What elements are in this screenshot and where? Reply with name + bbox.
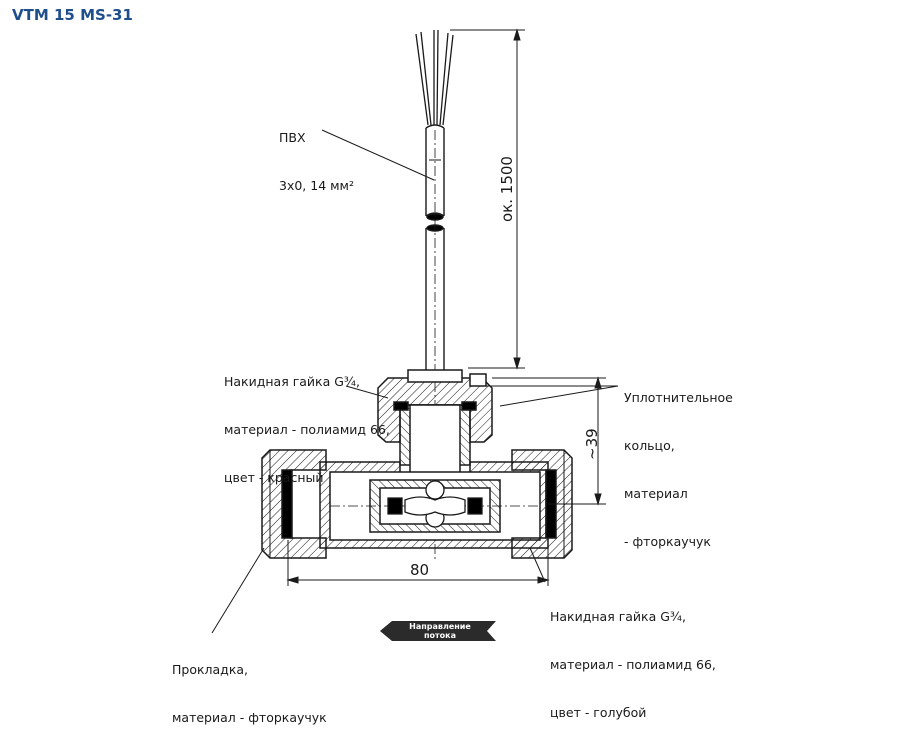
flow-direction-arrow (380, 621, 496, 641)
seal-ring-label-line: Уплотнительное (624, 390, 733, 405)
flow-arrow-text-2: потока (424, 631, 456, 640)
gasket-label-line: материал - фторкаучук (172, 710, 327, 725)
cable-length-dimension (450, 28, 525, 370)
top-nut-label-line: цвет - красный (224, 470, 324, 485)
leader-lines (211, 129, 619, 634)
top-nut-label-line: Накидная гайка G¾, (224, 374, 361, 389)
cable-label: ПВХ 3х0, 14 мм² (279, 98, 354, 210)
top-nut-label: Накидная гайка G¾, материал - полиамид 6… (224, 342, 390, 502)
right-nut-label-line: материал - полиамид 66, (550, 657, 716, 672)
cable-length-text: ок. 1500 (498, 156, 516, 222)
right-nut-label-line: цвет - голубой (550, 705, 647, 720)
height-text: ~39 (583, 428, 601, 460)
width-dimension (286, 540, 550, 586)
gasket-label-line: Прокладка, (172, 662, 249, 677)
flow-arrow-text-1: Направление (409, 622, 471, 631)
seal-ring-label: Уплотнительное кольцо, материал - фторка… (624, 358, 733, 566)
right-nut-label-line: Накидная гайка G¾, (550, 609, 687, 624)
cable-label-line: ПВХ (279, 130, 306, 145)
cable-wires (415, 29, 454, 126)
right-nut-label: Накидная гайка G¾, материал - полиамид 6… (550, 577, 716, 737)
left-nut (261, 449, 327, 559)
diagram-title: VTM 15 MS-31 (12, 6, 133, 24)
technical-drawing: ок. 1500 (211, 28, 619, 641)
gasket-label: Прокладка, материал - фторкаучук (172, 630, 327, 742)
impeller (387, 480, 483, 528)
seal-ring-label-line: кольцо, (624, 438, 675, 453)
seal-ring-label-line: материал (624, 486, 688, 501)
seal-ring-label-line: - фторкаучук (624, 534, 711, 549)
cable-label-line: 3х0, 14 мм² (279, 178, 354, 193)
top-nut-label-line: материал - полиамид 66, (224, 422, 390, 437)
width-text: 80 (410, 561, 429, 579)
top-nut (377, 369, 493, 476)
